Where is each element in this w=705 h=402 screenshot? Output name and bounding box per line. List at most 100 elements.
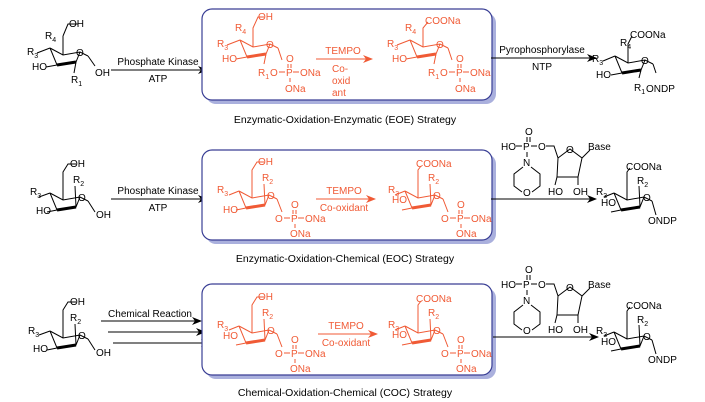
ho-label: HO — [223, 205, 238, 216]
r1-label: R1 — [71, 75, 82, 88]
r2-label: R2 — [262, 173, 273, 186]
ondp-label: ONDP — [648, 355, 677, 366]
sugar-phosphate: OH R2 R3 HO O O P O ONa ONa — [217, 157, 326, 240]
tempo-label: TEMPO — [328, 321, 364, 332]
oh-label: OH — [258, 157, 273, 168]
ho-label: HO — [36, 206, 51, 217]
o-label: O — [456, 54, 464, 65]
o-label: O — [441, 349, 449, 360]
r3-label: R3 — [217, 185, 228, 198]
o-label: O — [291, 335, 299, 346]
ona-label: ONa — [285, 84, 306, 95]
oh-label: OH — [70, 297, 85, 308]
oh-label: OH — [573, 325, 588, 336]
ring-oxygen: O — [566, 145, 574, 156]
base-label: Base — [588, 280, 611, 291]
ona-label: ONa — [290, 364, 311, 375]
ona-label: ONa — [305, 349, 326, 360]
tempo-label: TEMPO — [325, 46, 361, 57]
r3-label: R3 — [596, 187, 607, 200]
phosphorus-label: P — [457, 349, 464, 360]
coona-label: COONa — [416, 159, 452, 170]
r1-label: R1 — [634, 83, 645, 96]
row-coc: OH R2 R3 HO O OH Chemical Reaction OH R2… — [28, 265, 677, 399]
ring-oxygen: O — [436, 40, 444, 51]
ona-label: ONa — [456, 364, 477, 375]
ho-label: HO — [33, 344, 48, 355]
r2-label: R2 — [637, 315, 648, 328]
r4-label: R4 — [45, 31, 56, 44]
ring-oxygen: O — [78, 193, 86, 204]
uronate-phosphate: COONa R4 R3 HO O R1 O P O ONa ONa — [387, 16, 491, 95]
ona-label: ONa — [471, 214, 492, 225]
product-udp-uronate: COONa R2 R3 HO O ONDP — [596, 162, 677, 227]
oh-label: OH — [69, 19, 84, 30]
oh-label: OH — [95, 68, 110, 79]
r4-label: R4 — [235, 23, 246, 36]
o-label: O — [457, 335, 465, 346]
ring-oxygen: O — [433, 326, 441, 337]
r3-label: R3 — [596, 326, 607, 339]
ring-oxygen: O — [267, 191, 275, 202]
ring-oxygen: O — [643, 332, 651, 343]
r2-label: R2 — [428, 308, 439, 321]
phosphorus-label: P — [291, 214, 298, 225]
product-udp-uronate: COONa R2 R3 HO O ONDP — [596, 301, 677, 366]
coona-label: COONa — [416, 294, 452, 305]
r4-label: R4 — [405, 23, 416, 36]
co-oxidant-label: ant — [332, 88, 346, 99]
o-label: O — [275, 214, 283, 225]
ho-label: HO — [392, 330, 407, 341]
ondp-label: ONDP — [648, 216, 677, 227]
r2-label: R2 — [262, 308, 273, 321]
ring-oxygen: O — [266, 40, 274, 51]
r1-label: R1 — [258, 68, 269, 81]
oh-label: OH — [258, 292, 273, 303]
co-oxidant-label: Co- — [332, 64, 348, 75]
phosphorus-label: P — [457, 214, 464, 225]
phosphorus-label: P — [523, 280, 530, 291]
o-label: O — [441, 214, 449, 225]
r3-label: R3 — [27, 47, 38, 60]
ho-label: HO — [32, 62, 47, 73]
strategy-caption: Enzymatic-Oxidation-Enzymatic (EOE) Stra… — [234, 114, 457, 126]
o-label: O — [538, 280, 546, 291]
reagent-label: Phosphate Kinase — [117, 186, 199, 197]
strategy-caption: Enzymatic-Oxidation-Chemical (EOC) Strat… — [236, 253, 455, 265]
ho-label: HO — [501, 280, 516, 291]
ring-oxygen: O — [267, 326, 275, 337]
r3-label: R3 — [28, 326, 39, 339]
o-label: O — [538, 142, 546, 153]
o-label: O — [523, 326, 531, 337]
ho-label: HO — [392, 195, 407, 206]
ho-label: HO — [601, 337, 616, 348]
ona-label: ONa — [470, 68, 491, 79]
phosphorus-label: P — [456, 68, 463, 79]
o-label: O — [457, 200, 465, 211]
oxidation-box — [201, 149, 493, 241]
ho-label: HO — [596, 70, 611, 81]
ho-label: HO — [501, 142, 516, 153]
ho-label: HO — [222, 54, 237, 65]
ona-label: ONa — [305, 214, 326, 225]
o-label: O — [525, 265, 533, 276]
condition-label: ATP — [149, 74, 168, 85]
ho-label: HO — [548, 187, 563, 198]
co-oxidant-label: oxid — [332, 76, 350, 87]
nitrogen-label: N — [523, 158, 530, 169]
sugar-phosphate: OH R4 R3 HO O R1 O P O ONa ONa — [217, 12, 321, 95]
r1-label: R1 — [428, 68, 439, 81]
reagent-label: Chemical Reaction — [108, 309, 192, 320]
coona-label: COONa — [630, 30, 666, 41]
nucleoside-morpholidate: O HO P O N O O Base HO OH — [501, 127, 611, 199]
nucleoside-morpholidate: O HO P O N O O Base HO OH — [501, 265, 611, 337]
phosphorus-label: P — [523, 142, 530, 153]
co-oxidant-label: Co-oxidant — [320, 203, 369, 214]
ring-oxygen: O — [641, 56, 649, 67]
start-sugar-mannose: OH R2 R3 HO O OH — [30, 159, 111, 221]
r2-label: R2 — [70, 313, 81, 326]
r3-label: R3 — [217, 39, 228, 52]
ring-oxygen: O — [566, 283, 574, 294]
condition-label: NTP — [532, 62, 552, 73]
